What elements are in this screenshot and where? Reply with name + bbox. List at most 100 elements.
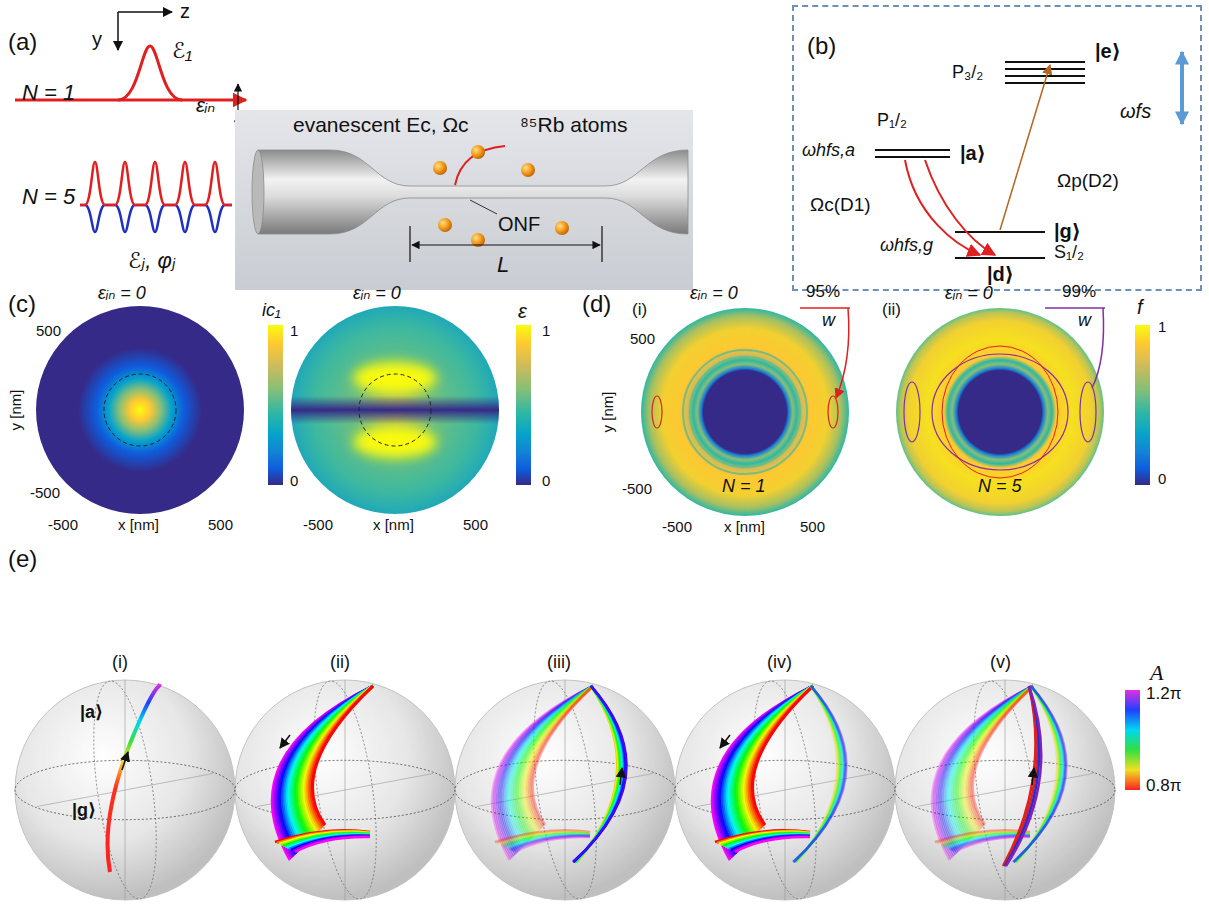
- bloch-spheres: [573, 686, 625, 862]
- bloch-spheres: [309, 686, 373, 828]
- trapping-maps: [836, 308, 849, 398]
- bloch-spheres: [299, 686, 373, 837]
- figure-label: ε: [518, 300, 527, 323]
- figure-label: εᵢₙ = 0: [690, 283, 738, 304]
- bloch-spheres: [279, 686, 373, 854]
- figure-label: N = 5: [978, 476, 1022, 497]
- figure-label: (ii): [330, 652, 350, 673]
- panel-a-pulses: [118, 11, 172, 13]
- figure-label: x [nm]: [724, 518, 765, 535]
- bloch-spheres: [1032, 768, 1034, 785]
- bloch-spheres: [302, 686, 373, 834]
- bloch-spheres: [516, 686, 593, 840]
- bloch-spheres: [1006, 686, 1041, 866]
- bloch-spheres: [507, 686, 593, 847]
- bloch-spheres: [311, 686, 373, 826]
- trapping-maps: [683, 350, 807, 474]
- trapping-maps: [800, 307, 850, 309]
- node-label: |a⟩: [960, 142, 986, 165]
- figure-label: 0.8π: [1146, 776, 1181, 796]
- bloch-spheres: [722, 686, 813, 851]
- bloch-spheres: [515, 837, 590, 852]
- bloch-spheres: [957, 686, 1033, 838]
- bloch-spheres: [737, 686, 813, 838]
- figure-label: (v): [990, 652, 1011, 673]
- bloch-spheres: [37, 774, 213, 807]
- figure-label: (e): [8, 545, 37, 573]
- intensity-maps: [36, 306, 244, 514]
- bloch-spheres: [294, 686, 373, 841]
- bloch-spheres: [522, 686, 593, 834]
- bloch-spheres: [962, 686, 1033, 834]
- bloch-spheres: [313, 686, 374, 825]
- intensity-maps: [36, 306, 531, 514]
- bloch-spheres: [739, 686, 813, 837]
- figure-label: εᵢₙ: [196, 94, 215, 117]
- figure-label: 1: [290, 322, 298, 339]
- bloch-spheres: [742, 686, 813, 834]
- bloch-spheres: [952, 686, 1033, 843]
- bloch-spheres: [959, 686, 1033, 837]
- figure-label: (iv): [767, 652, 792, 673]
- nanofiber-illustration: [471, 145, 485, 159]
- figure-label: x [nm]: [118, 516, 159, 533]
- bloch-spheres: [793, 686, 845, 862]
- figure-label: 500: [630, 330, 655, 347]
- bloch-spheres: [895, 680, 1115, 900]
- trapping-maps: [641, 308, 1150, 516]
- nanofiber-illustration: [258, 150, 688, 234]
- bloch-spheres: [272, 686, 373, 860]
- bloch-spheres: [527, 686, 593, 829]
- trapping-maps: [690, 357, 800, 467]
- bloch-spheres: [506, 686, 593, 848]
- bloch-spheres: [291, 686, 373, 844]
- bloch-spheres: [293, 836, 370, 851]
- figure-label: εᵢₙ = 0: [98, 283, 146, 304]
- bloch-spheres: [512, 686, 593, 843]
- bloch-spheres: [747, 686, 813, 829]
- bloch-spheres: [509, 686, 593, 845]
- bloch-spheres: [949, 686, 1033, 845]
- intensity-maps: [280, 396, 510, 424]
- nanofiber-illustration: [455, 146, 505, 185]
- bloch-spheres: [620, 768, 622, 785]
- figure-label: εᵢₙ = 0: [945, 283, 993, 304]
- bloch-spheres: [297, 686, 373, 838]
- trapping-maps: [1045, 307, 1105, 309]
- bloch-spheres: [122, 752, 128, 770]
- panel-a-pulses: [80, 162, 232, 205]
- figure-label: x [nm]: [373, 516, 414, 533]
- bloch-spheres: [524, 686, 593, 832]
- figure-label: |a⟩: [80, 702, 103, 723]
- bloch-spheres: [286, 686, 373, 848]
- energy-levels: [1005, 75, 1085, 77]
- bloch-spheres: [301, 686, 373, 835]
- node-label: P₁/₂: [877, 110, 907, 131]
- bloch-spheres: [721, 686, 813, 853]
- bloch-spheres: [746, 686, 813, 831]
- figure-label: y [nm]: [599, 392, 616, 433]
- energy-levels: [925, 160, 995, 255]
- bloch-spheres: [720, 735, 730, 748]
- figure-label: w: [1078, 310, 1091, 331]
- node-label: evanescent Ec, Ωc: [293, 113, 469, 137]
- trapping-maps: [896, 308, 1104, 516]
- figure-label: (iii): [547, 652, 571, 673]
- energy-levels: [875, 149, 950, 151]
- bloch-spheres: [753, 686, 814, 825]
- level-scheme-box: (b)P₃/₂|e⟩ωfsP₁/₂ωhfs,a|a⟩Ωp(D2)Ωc(D1)ωh…: [792, 5, 1202, 291]
- bloch-spheres: [521, 686, 593, 835]
- intensity-maps: [516, 325, 531, 485]
- nanofiber-illustration: [433, 161, 447, 175]
- bloch-spheres: [15, 680, 235, 900]
- trapping-maps: [1135, 325, 1150, 485]
- bloch-spheres: [951, 686, 1033, 844]
- node-label: ONF: [498, 213, 540, 236]
- panel-a-pulses: [15, 12, 246, 232]
- bloch-spheres: [733, 836, 810, 851]
- figure-label: 1: [1158, 318, 1166, 335]
- figure-label: -500: [30, 484, 60, 501]
- figure-label: 95%: [806, 282, 840, 302]
